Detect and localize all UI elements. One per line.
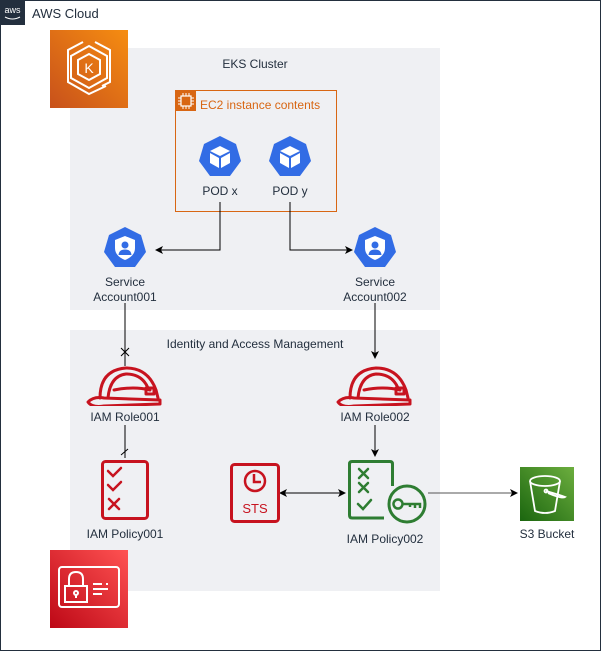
service-account-002-label: Service Account002 xyxy=(335,275,415,305)
edge-role1-policy1-tick xyxy=(120,448,129,456)
s3-bucket-icon[interactable] xyxy=(520,467,574,521)
iam-role-001-icon[interactable] xyxy=(86,362,166,408)
aws-cloud-title: AWS Cloud xyxy=(32,6,99,21)
aws-logo-icon: aws xyxy=(0,0,25,25)
iam-policy-001-label: IAM Policy001 xyxy=(86,527,164,541)
sts-icon[interactable]: STS xyxy=(230,463,280,523)
sa1-label-line2: Account001 xyxy=(93,290,157,304)
pod-y-label: POD y xyxy=(272,184,308,198)
sa1-label-line1: Service xyxy=(104,275,145,289)
service-account-001-icon[interactable] xyxy=(103,226,147,270)
s3-bucket-label: S3 Bucket xyxy=(519,527,575,541)
sa2-label-line1: Service xyxy=(354,275,395,289)
iam-role-001-label: IAM Role001 xyxy=(90,410,160,424)
edge-sa1-role1-cross xyxy=(120,347,130,357)
pod-x-icon[interactable] xyxy=(198,135,242,179)
iam-policy-001-icon[interactable] xyxy=(101,460,149,520)
pod-x-label: POD x xyxy=(202,184,238,198)
eks-icon: K xyxy=(50,30,128,108)
ec2-instance-label: EC2 instance contents xyxy=(200,98,321,112)
sa2-label-line2: Account002 xyxy=(343,290,407,304)
service-account-001-label: Service Account001 xyxy=(85,275,165,305)
svg-text:K: K xyxy=(84,60,94,76)
iam-policy-002-label: IAM Policy002 xyxy=(346,532,424,546)
iam-group-label: Identity and Access Management xyxy=(166,337,344,351)
ec2-instance-group: EC2 instance contents xyxy=(175,90,337,212)
pod-y-icon[interactable] xyxy=(268,135,312,179)
iam-service-icon xyxy=(50,550,128,628)
sts-label: STS xyxy=(242,501,268,516)
edge-pody-sa2 xyxy=(289,202,353,254)
edge-podx-sa1 xyxy=(155,202,221,254)
eks-cluster-label: EKS Cluster xyxy=(222,57,288,71)
service-account-002-icon[interactable] xyxy=(353,226,397,270)
ec2-chip-icon xyxy=(176,91,196,111)
iam-role-002-label: IAM Role002 xyxy=(340,410,410,424)
iam-role-002-icon[interactable] xyxy=(336,362,416,408)
iam-policy-002-icon[interactable] xyxy=(348,460,430,524)
aws-logo-text: aws xyxy=(4,5,21,15)
